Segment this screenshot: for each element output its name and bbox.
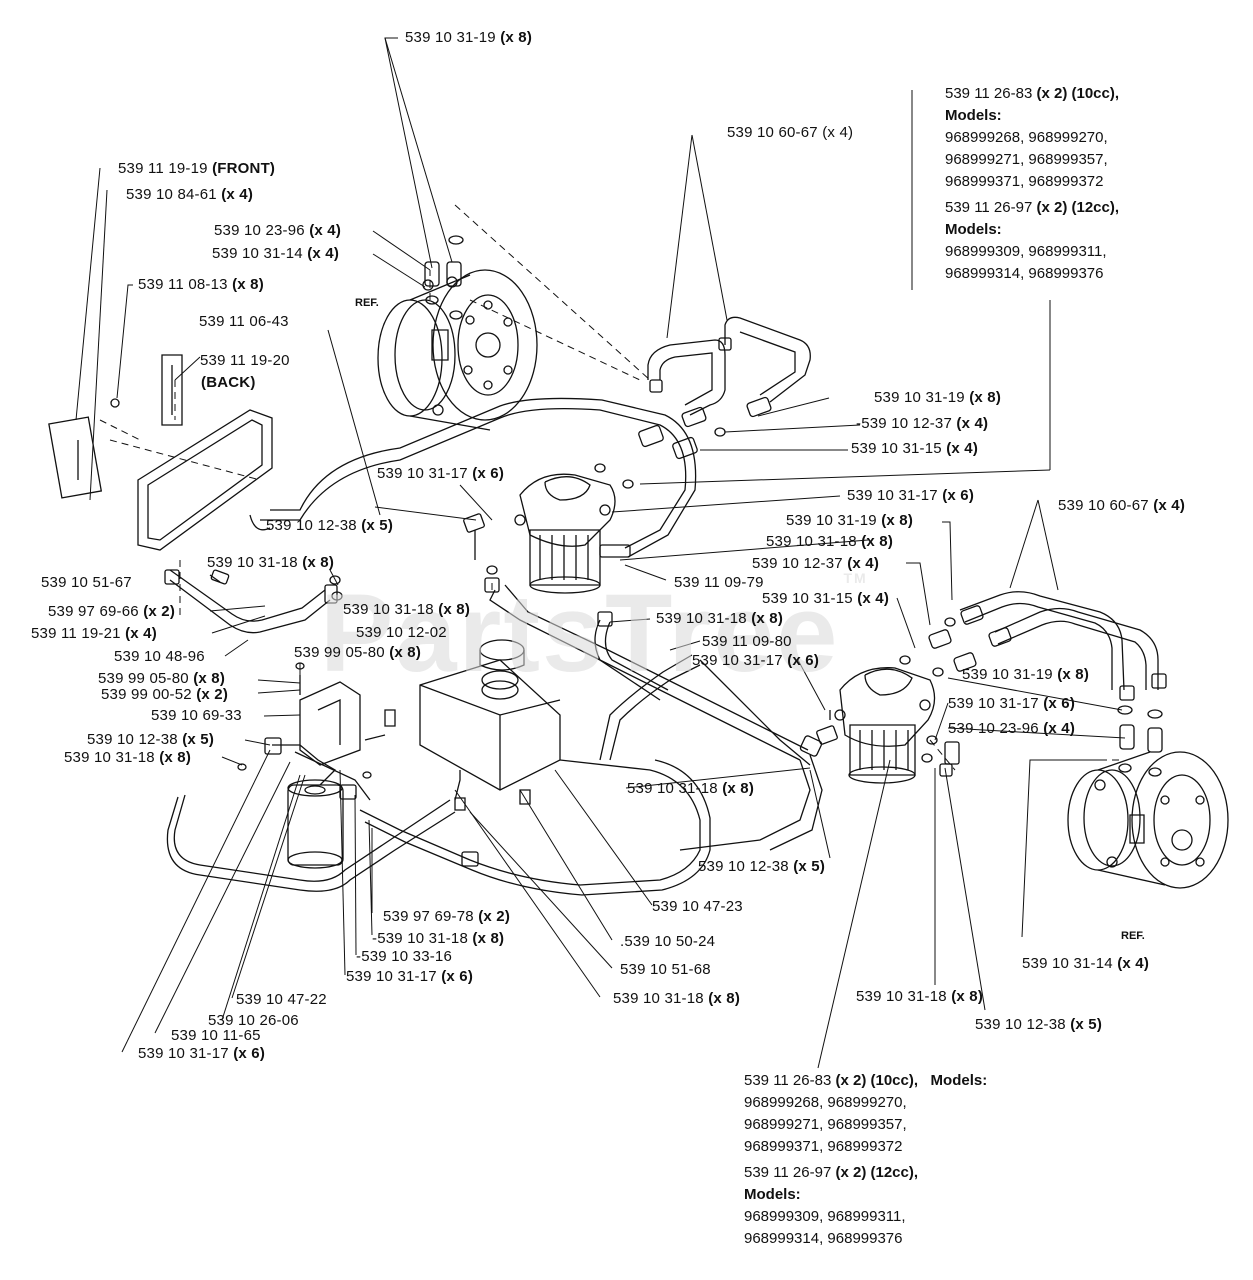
part-label[interactable]: 539 10 12-38 (x 5) [266,517,394,534]
part-label[interactable]: 539 10 31-17 (x 6) [847,487,975,504]
part-label[interactable]: 539 99 00-52 (x 2) [101,686,229,703]
part-label[interactable]: 539 10 48-96 [114,648,205,665]
small-fittings [211,513,952,778]
part-label[interactable]: 539 10 31-18 (x 8) [627,780,755,797]
supply-pipes [250,398,696,557]
right-pipes [900,592,1166,700]
oil-cooler [49,355,272,550]
part-label[interactable]: 539 10 31-17 (x 6) [346,968,474,985]
part-label[interactable]: 539 10 12-38 (x 5) [698,858,826,875]
part-label[interactable]: -539 10 33-16 [356,948,453,965]
part-label[interactable]: 539 10 31-17 (x 6) [948,695,1076,712]
part-label[interactable]: 539 11 09-79 [674,574,764,591]
part-label[interactable]: 539 11 08-13 (x 8) [138,276,264,293]
part-label[interactable]: 539 10 12-38 (x 5) [87,731,215,748]
ref-label-left: REF. [355,297,379,309]
part-label[interactable]: 539 11 09-80 [702,633,792,650]
part-label[interactable]: 539 99 05-80 (x 8) [294,644,422,661]
part-label[interactable]: 539 10 31-17 (x 6) [377,465,505,482]
part-label[interactable]: 539 10 31-17 (x 6) [692,652,820,669]
part-label[interactable]: 539 11 19-20 [200,352,290,369]
part-label[interactable]: 539 11 19-21 (x 4) [31,625,157,642]
part-label[interactable]: 539 10 31-18 (x 8) [766,533,894,550]
part-label[interactable]: -539 10 12-37 (x 4) [856,415,989,432]
model-note-top: 539 11 26-83 (x 2) (10cc), Models: 96899… [945,85,1120,282]
part-label[interactable]: 539 10 12-38 (x 5) [975,1016,1103,1033]
part-label[interactable]: 539 10 26-06 [208,1012,299,1029]
part-label[interactable]: 539 10 31-18 (x 8) [613,990,741,1007]
bottom-pipes [167,655,810,895]
part-label[interactable]: 539 11 06-43 [199,313,289,330]
filter-bracket [300,682,395,765]
part-label[interactable]: 539 10 60-67 (x 4) [1058,497,1186,514]
part-label[interactable]: 539 97 69-66 (x 2) [48,603,176,620]
part-label[interactable]: 539 10 51-67 [41,574,132,591]
lower-left-pipes [165,570,337,633]
part-label[interactable]: 539 10 51-68 [620,961,711,978]
part-label[interactable]: 539 10 69-33 [151,707,242,724]
part-label[interactable]: 539 10 31-15 (x 4) [851,440,979,457]
part-label[interactable]: 539 10 12-37 (x 4) [752,555,880,572]
middle-fittings [595,397,772,488]
part-label[interactable]: 539 10 31-18 (x 8) [856,988,984,1005]
part-label[interactable]: 539 97 69-78 (x 2) [383,908,511,925]
part-label[interactable]: -539 10 31-18 (x 8) [372,930,505,947]
part-label[interactable]: 539 99 05-80 (x 8) [98,670,226,687]
model-note-bottom: 539 11 26-83 (x 2) (10cc), Models: 96899… [744,1072,988,1247]
dashed-lines [100,205,1120,770]
part-label: (BACK) [201,374,256,391]
left-hydraulic-pump [515,474,630,593]
left-motor-fittings [425,236,463,319]
oil-filter [272,745,370,868]
part-label[interactable]: 539 10 23-96 (x 4) [948,720,1076,737]
part-label[interactable]: 539 10 31-18 (x 8) [656,610,784,627]
part-label[interactable]: 539 11 19-19 (FRONT) [118,160,276,177]
part-label[interactable]: 539 10 31-19 (x 8) [405,29,533,46]
part-label[interactable]: 539 10 31-19 (x 8) [962,666,1090,683]
part-label[interactable]: 539 10 31-19 (x 8) [874,389,1002,406]
part-label[interactable]: 539 10 47-23 [652,898,743,915]
part-label[interactable]: 539 10 31-14 (x 4) [1022,955,1150,972]
part-label[interactable]: 539 10 47-22 [236,991,327,1008]
part-label[interactable]: 539 10 31-14 (x 4) [212,245,340,262]
part-label[interactable]: 539 10 11-65 [171,1027,261,1044]
top-pipes [648,317,810,415]
part-label[interactable]: 539 10 31-15 (x 4) [762,590,890,607]
part-label[interactable]: 539 10 31-18 (x 8) [207,554,335,571]
part-label[interactable]: 539 10 31-19 (x 8) [786,512,914,529]
center-pipes [490,585,823,850]
left-wheel-motor [378,270,537,430]
part-label[interactable]: 539 10 84-61 (x 4) [126,186,254,203]
part-label[interactable]: 539 10 12-02 [356,624,447,641]
part-label[interactable]: 539 10 23-96 (x 4) [214,222,342,239]
ref-label-right: REF. [1121,930,1145,942]
part-label[interactable]: 539 10 60-67 (x 4) [727,124,854,141]
part-label[interactable]: 539 10 31-18 (x 8) [343,601,471,618]
part-label[interactable]: 539 10 31-17 (x 6) [138,1045,266,1062]
right-hydraulic-pump [835,668,959,783]
part-label[interactable]: 539 10 31-18 (x 8) [64,749,192,766]
right-wheel-motor [1068,706,1228,888]
part-label[interactable]: .539 10 50-24 [620,933,716,950]
leader-lines [76,38,1125,1068]
